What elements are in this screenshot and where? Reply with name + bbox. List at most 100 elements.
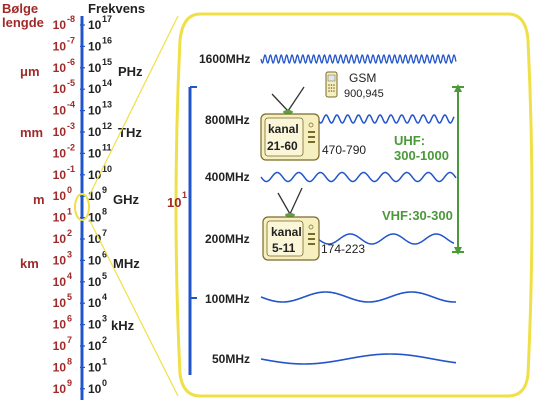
- wavelength-power-base: 10: [53, 168, 67, 182]
- wavelength-power-exponent: 6: [67, 314, 72, 324]
- band-1600mhz-label: 1600MHz: [199, 52, 250, 66]
- spectrum-axis-ticks: [80, 24, 85, 390]
- frequency-power-base: 10: [88, 275, 102, 289]
- wavelength-power-base: 10: [53, 382, 67, 396]
- wavelength-power-exponent: 8: [67, 356, 72, 366]
- zoom-base: 10: [167, 195, 181, 210]
- frequency-power-base: 10: [88, 82, 102, 96]
- band-50mhz-label: 50MHz: [212, 352, 250, 366]
- frequency-power-base: 10: [88, 339, 102, 353]
- wavelength-power-exponent: 4: [67, 271, 72, 281]
- wavelength-power-base: 10: [53, 82, 67, 96]
- frequency-power-exponent: 14: [102, 78, 112, 88]
- frequency-power-base: 10: [88, 232, 102, 246]
- wavelength-power-base: 10: [53, 104, 67, 118]
- zoom-exponent: 1: [182, 190, 187, 200]
- band-800mhz-label: 800MHz: [205, 113, 250, 127]
- wavelength-power-exponent: 2: [67, 228, 72, 238]
- unit-megahertz: MHz: [113, 256, 140, 271]
- frequency-power-exponent: 9: [102, 185, 107, 195]
- wavelength-header-line2: lengde: [2, 15, 44, 30]
- tv-uhf-line2: 21-60: [267, 139, 298, 153]
- frequency-power-base: 10: [88, 125, 102, 139]
- wavelength-power-base: 10: [53, 318, 67, 332]
- tv-uhf-line1: kanal: [268, 122, 299, 136]
- frequency-power-exponent: 4: [102, 292, 107, 302]
- frequency-power-base: 10: [88, 296, 102, 310]
- wavelength-power-base: 10: [53, 211, 67, 225]
- frequency-power-exponent: 11: [102, 142, 112, 152]
- frequency-power-exponent: 3: [102, 314, 107, 324]
- wavelength-power-base: 10: [53, 360, 67, 374]
- wavelength-power-exponent: 1: [67, 207, 72, 217]
- frequency-power-exponent: 12: [102, 121, 112, 131]
- wave-1600mhz: [260, 53, 457, 65]
- unit-kilohertz: kHz: [111, 318, 135, 333]
- tv-vhf-line2: 5-11: [272, 241, 296, 255]
- unit-millimeter: mm: [20, 125, 43, 140]
- tv-uhf-icon: [260, 86, 320, 161]
- zoom-highlight-ellipse: [74, 193, 90, 221]
- frequency-power-exponent: 13: [102, 100, 112, 110]
- wave-100mhz: [260, 291, 457, 303]
- frequency-power-base: 10: [88, 104, 102, 118]
- tv-vhf-icon: [262, 187, 320, 261]
- frequency-power-base: 10: [88, 318, 102, 332]
- unit-meter: m: [33, 192, 45, 207]
- zoom-connector-bottom: [88, 218, 179, 397]
- unit-gigahertz: GHz: [113, 192, 140, 207]
- unit-petahertz: PHz: [118, 64, 143, 79]
- wave-800mhz: [317, 114, 455, 124]
- wavelength-power-base: 10: [53, 61, 67, 75]
- wavelength-power-exponent: -2: [67, 142, 75, 152]
- wavelength-power-exponent: -4: [67, 100, 75, 110]
- band-100mhz-label: 100MHz: [205, 292, 250, 306]
- wavelength-power-base: 10: [53, 125, 67, 139]
- band-400mhz-label: 400MHz: [205, 170, 250, 184]
- wavelength-power-exponent: -5: [67, 78, 75, 88]
- uhf-range: 300-1000: [394, 148, 449, 163]
- frequency-power-base: 10: [88, 39, 102, 53]
- wavelength-power-base: 10: [53, 339, 67, 353]
- frequency-power-base: 10: [88, 360, 102, 374]
- wavelength-power-exponent: -7: [67, 35, 75, 45]
- zoom-connector-top: [88, 15, 179, 197]
- gsm-title: GSM: [349, 71, 376, 85]
- mobile-phone-icon: [325, 71, 338, 98]
- wave-50mhz: [260, 353, 457, 365]
- wavelength-power-exponent: 5: [67, 292, 72, 302]
- tv-uhf-range: 470-790: [322, 143, 366, 157]
- uhf-label: UHF:: [394, 133, 425, 148]
- frequency-power-base: 10: [88, 253, 102, 267]
- frequency-power-exponent: 0: [102, 378, 107, 388]
- frequency-power-exponent: 8: [102, 207, 107, 217]
- tv-screen-frame: [174, 12, 534, 398]
- frequency-power-base: 10: [88, 189, 102, 203]
- wavelength-power-base: 10: [53, 146, 67, 160]
- wave-400mhz: [260, 171, 457, 183]
- wavelength-power-base: 10: [53, 296, 67, 310]
- unit-terahertz: THz: [118, 125, 142, 140]
- wavelength-power-exponent: -8: [67, 14, 75, 24]
- wavelength-header-line1: Bølge: [2, 1, 38, 16]
- frequency-header: Frekvens: [88, 1, 145, 16]
- frequency-power-exponent: 10: [102, 164, 112, 174]
- frequency-power-exponent: 2: [102, 335, 107, 345]
- frequency-power-exponent: 5: [102, 271, 107, 281]
- vhf-label: VHF:30-300: [382, 208, 453, 223]
- frequency-power-exponent: 17: [102, 14, 112, 24]
- wavelength-power-exponent: 0: [67, 185, 72, 195]
- tv-vhf-line1: kanal: [271, 225, 302, 239]
- wavelength-power-exponent: -1: [67, 164, 75, 174]
- frequency-power-base: 10: [88, 382, 102, 396]
- wavelength-power-exponent: 3: [67, 249, 72, 259]
- wavelength-power-base: 10: [53, 232, 67, 246]
- wave-200mhz: [317, 233, 455, 245]
- unit-kilometer: km: [20, 256, 39, 271]
- wavelength-power-base: 10: [53, 275, 67, 289]
- wavelength-power-exponent: -6: [67, 57, 75, 67]
- frequency-power-base: 10: [88, 146, 102, 160]
- wavelength-power-exponent: 9: [67, 378, 72, 388]
- gsm-range: 900,945: [344, 88, 384, 100]
